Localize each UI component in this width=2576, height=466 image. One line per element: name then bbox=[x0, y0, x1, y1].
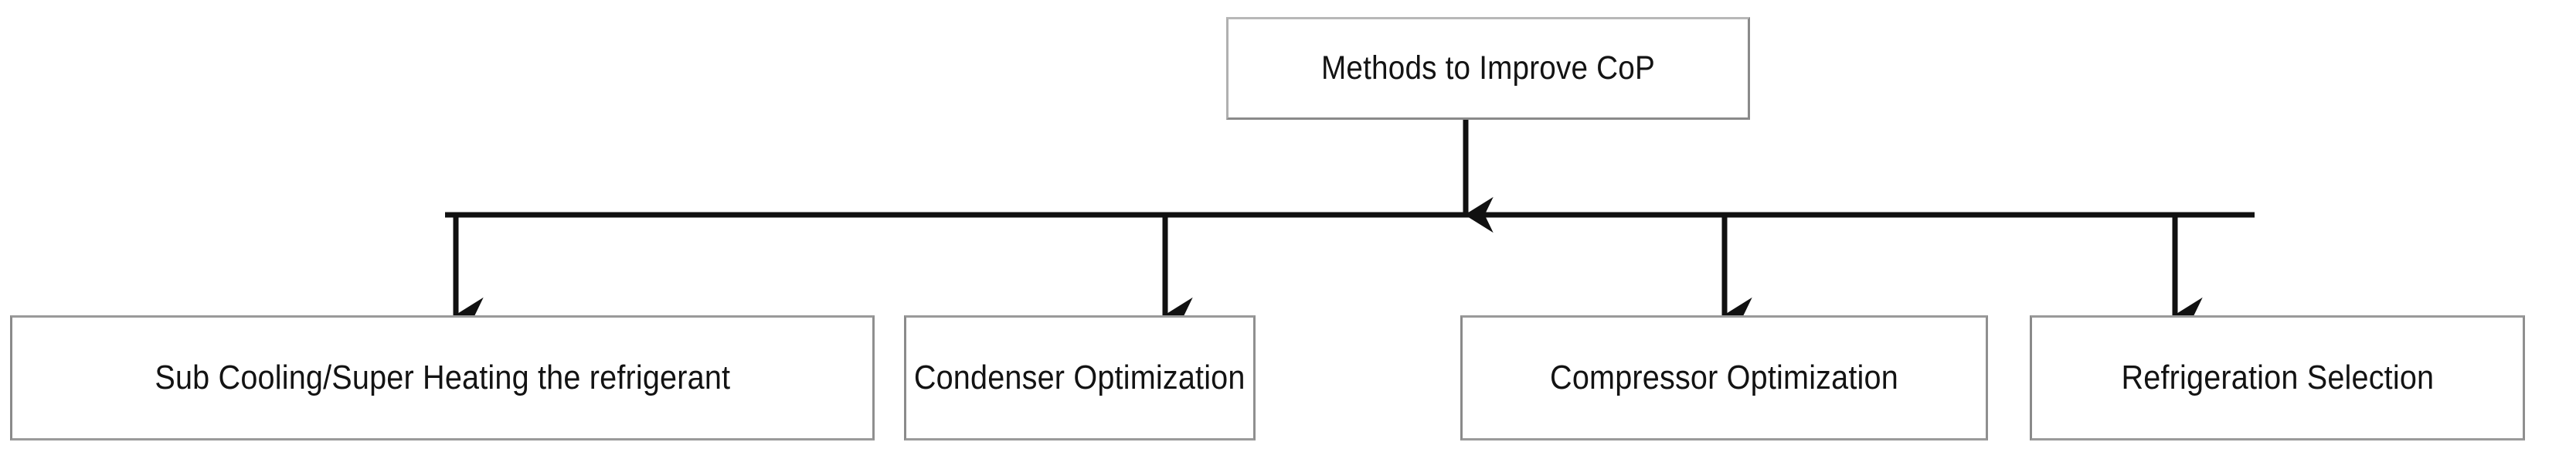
node-compressor-optimization[interactable]: Compressor Optimization bbox=[1460, 315, 1988, 440]
node-label: Sub Cooling/Super Heating the refrigeran… bbox=[155, 358, 730, 396]
root-node-methods-to-improve-cop[interactable]: Methods to Improve CoP bbox=[1226, 17, 1750, 120]
node-sub-cooling-super-heating-the-refrigerant[interactable]: Sub Cooling/Super Heating the refrigeran… bbox=[10, 315, 875, 440]
node-label: Condenser Optimization bbox=[914, 358, 1246, 396]
node-label: Refrigeration Selection bbox=[2121, 358, 2434, 396]
node-refrigeration-selection[interactable]: Refrigeration Selection bbox=[2030, 315, 2525, 440]
node-condenser-optimization[interactable]: Condenser Optimization bbox=[904, 315, 1256, 440]
bus-to-child-connectors bbox=[453, 215, 2203, 334]
root-node-label: Methods to Improve CoP bbox=[1320, 49, 1655, 87]
node-label: Compressor Optimization bbox=[1550, 358, 1898, 396]
